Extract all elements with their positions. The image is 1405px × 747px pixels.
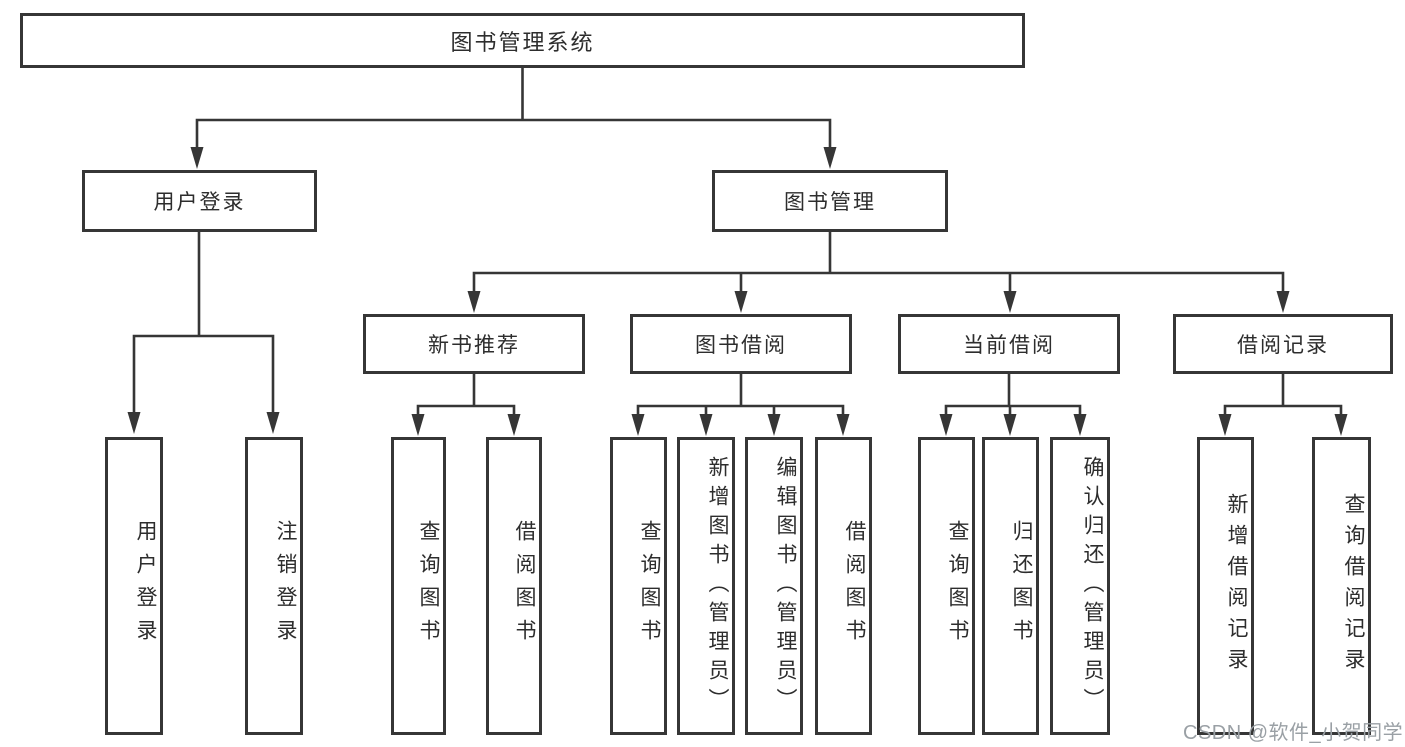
node-book-borrowing: 图书借阅 bbox=[630, 314, 852, 374]
leaf-borrow-book: 借阅图书 bbox=[815, 437, 872, 735]
leaf-add-book-admin: 新增图书（管理员） bbox=[677, 437, 735, 735]
leaf-query-book-recommend: 查询图书 bbox=[391, 437, 446, 735]
leaf-confirm-return-admin: 确认归还（管理员） bbox=[1050, 437, 1110, 735]
leaf-query-borrow-record: 查询借阅记录 bbox=[1312, 437, 1371, 735]
node-current-borrowing: 当前借阅 bbox=[898, 314, 1120, 374]
node-book-management: 图书管理 bbox=[712, 170, 948, 232]
leaf-query-book-current: 查询图书 bbox=[918, 437, 975, 735]
node-user-login: 用户登录 bbox=[82, 170, 317, 232]
node-root-system: 图书管理系统 bbox=[20, 13, 1025, 68]
leaf-logout: 注销登录 bbox=[245, 437, 303, 735]
csdn-watermark: CSDN @软件_小贺同学 bbox=[1183, 722, 1404, 744]
leaf-query-book-borrowing: 查询图书 bbox=[610, 437, 667, 735]
leaf-edit-book-admin: 编辑图书（管理员） bbox=[745, 437, 803, 735]
leaf-user-login: 用户登录 bbox=[105, 437, 163, 735]
node-borrow-records: 借阅记录 bbox=[1173, 314, 1393, 374]
leaf-borrow-book-recommend: 借阅图书 bbox=[486, 437, 542, 735]
leaf-return-book: 归还图书 bbox=[982, 437, 1039, 735]
node-new-book-recommend: 新书推荐 bbox=[363, 314, 585, 374]
leaf-add-borrow-record: 新增借阅记录 bbox=[1197, 437, 1254, 735]
